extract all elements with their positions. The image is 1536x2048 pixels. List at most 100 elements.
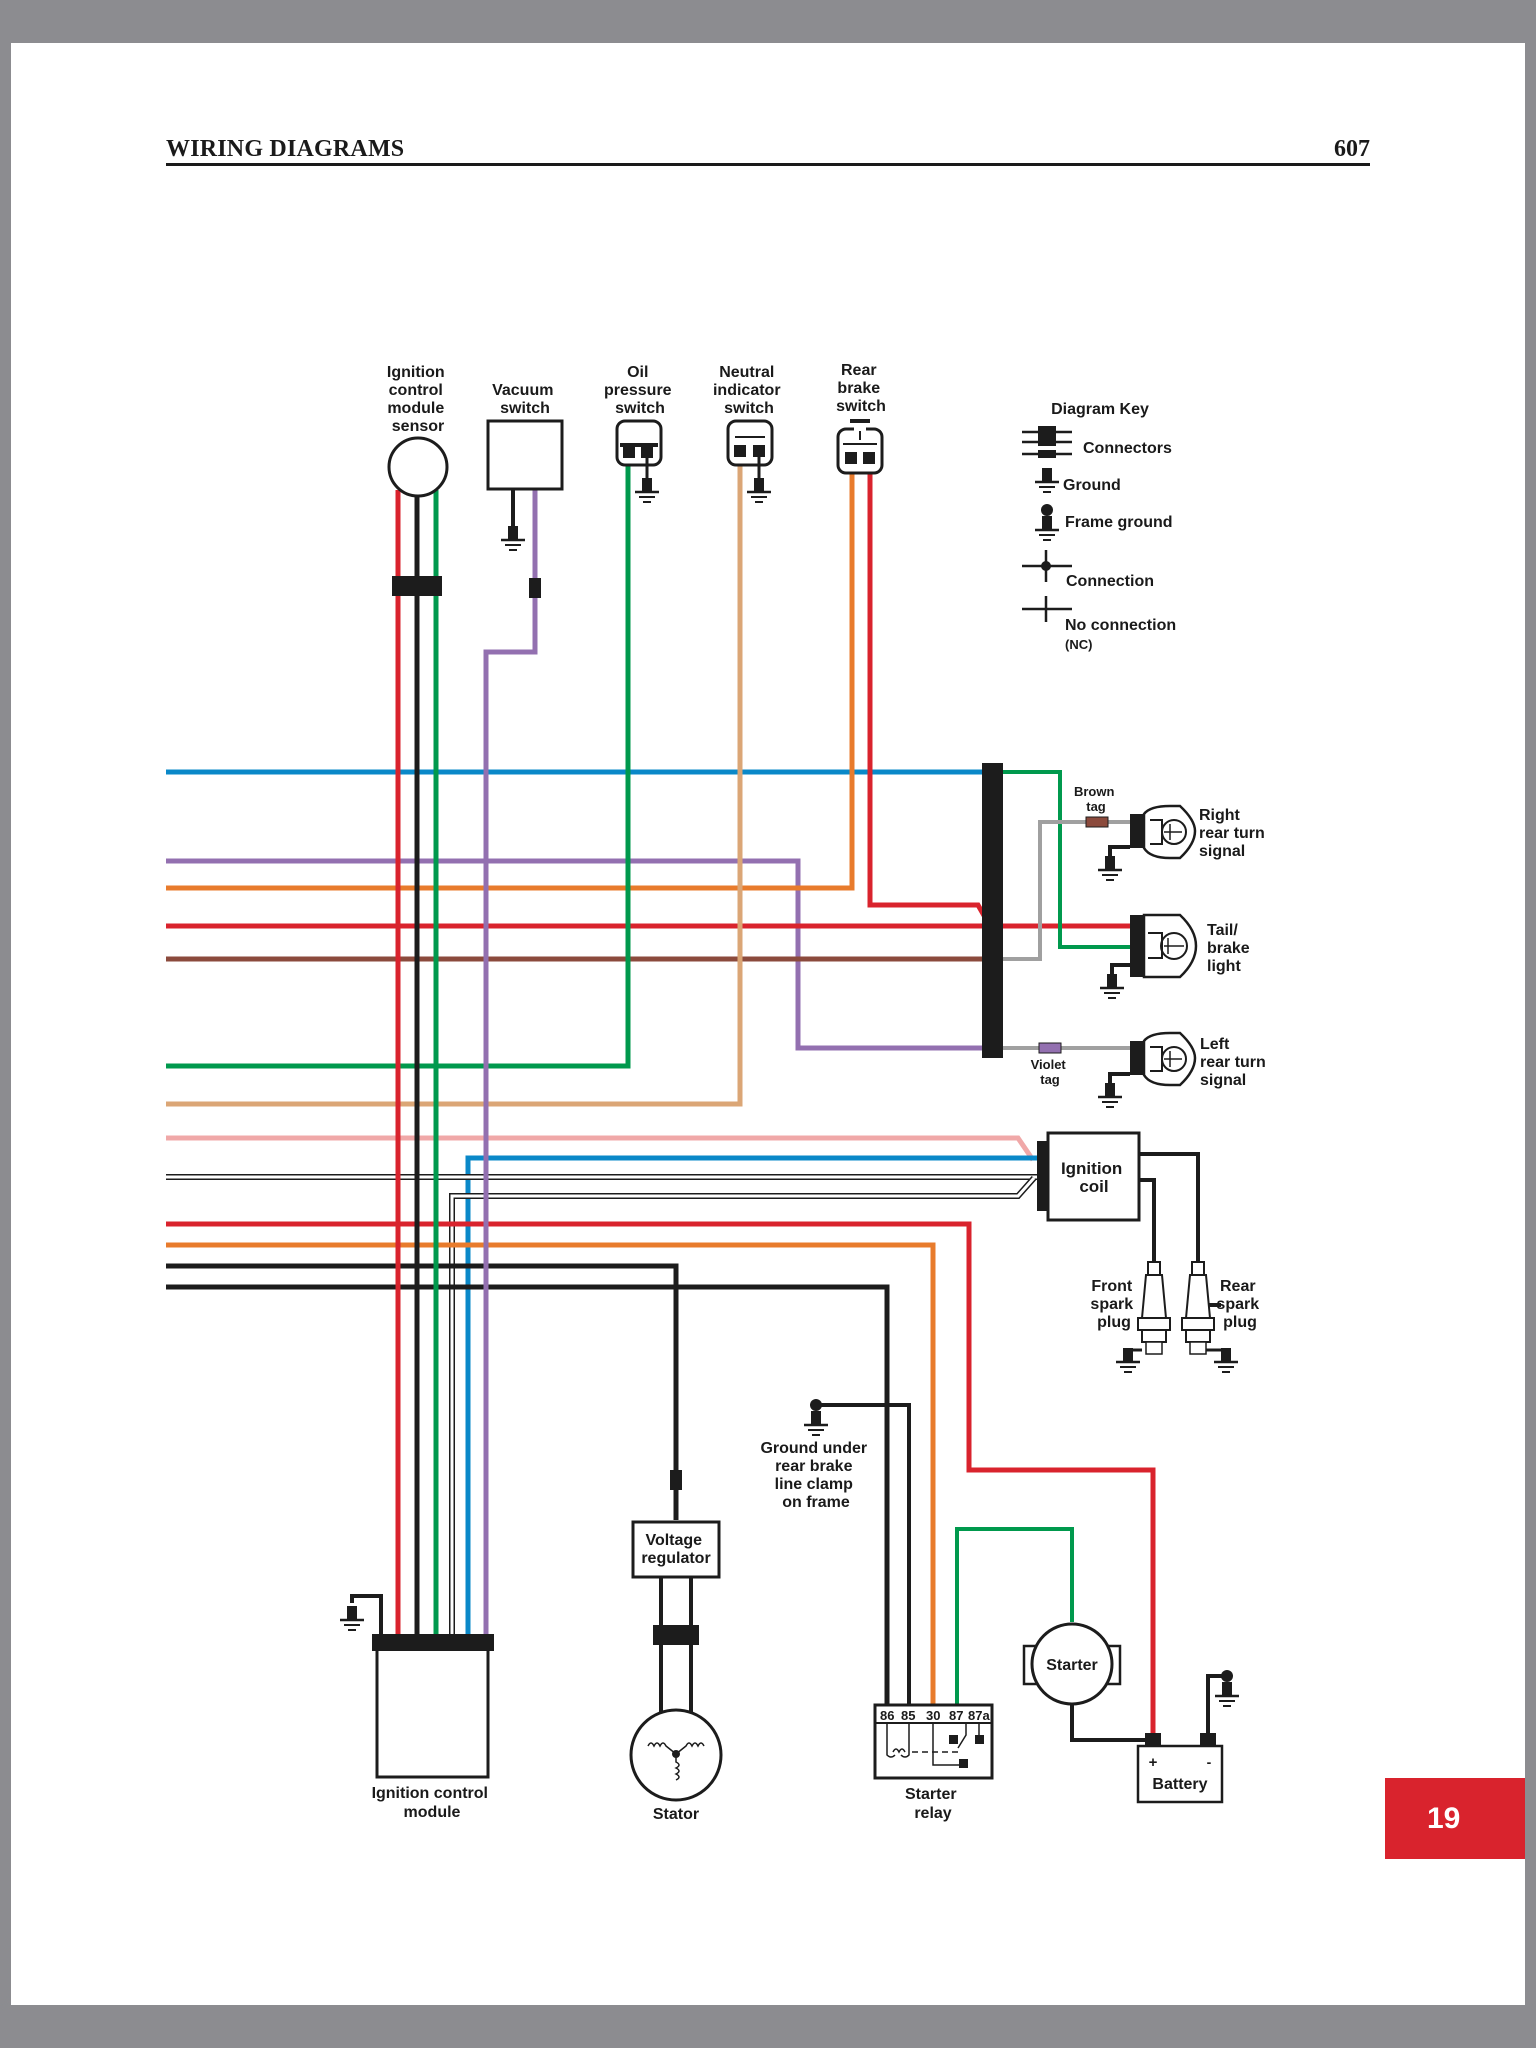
icm-sensor-label: Ignition control module sensor bbox=[387, 364, 449, 435]
left-turn-signal-lamp: Left rear turn signal bbox=[1096, 1031, 1266, 1109]
ground-icon bbox=[1096, 1081, 1124, 1109]
ignition-control-module: Ignition control module bbox=[338, 1594, 494, 1821]
key-connection-label: Connection bbox=[1066, 573, 1154, 590]
ground-icon bbox=[802, 1409, 830, 1437]
neutral-indicator-switch-label: Neutral indicator switch bbox=[713, 364, 785, 417]
wire-tan-neutral bbox=[166, 440, 743, 1107]
neutral-indicator-switch: Neutral indicator switch bbox=[713, 364, 785, 504]
chapter-tab[interactable]: 19 bbox=[1385, 1778, 1525, 1859]
ground-icon bbox=[338, 1604, 366, 1632]
violet-tag-label: Violet tag bbox=[1031, 1057, 1070, 1087]
key-ground-label: Ground bbox=[1063, 477, 1121, 494]
wire-black-relay86 bbox=[166, 1284, 890, 1705]
wire-black-regulator bbox=[166, 1263, 679, 1520]
vacuum-switch-label: Vacuum switch bbox=[492, 382, 558, 417]
voltage-regulator-label: Voltage regulator bbox=[641, 1532, 710, 1567]
terminal-87: 87 bbox=[949, 1708, 963, 1723]
key-no-connection-label: No connection bbox=[1065, 617, 1176, 634]
right-turn-signal-lamp: Right rear turn signal bbox=[1096, 804, 1269, 882]
wire-red-brake bbox=[867, 440, 993, 928]
battery-minus-icon: - bbox=[1207, 1754, 1212, 1770]
ground-key-icon bbox=[1033, 466, 1061, 494]
front-spark-plug: Front spark plug bbox=[1090, 1180, 1171, 1374]
wire-orange-relay bbox=[166, 1242, 936, 1705]
starter-label: Starter bbox=[1046, 1657, 1098, 1674]
terminal-30: 30 bbox=[926, 1708, 940, 1723]
vacuum-connector bbox=[529, 578, 541, 598]
ignition-coil-label: Ignition coil bbox=[1061, 1159, 1127, 1196]
battery-label: Battery bbox=[1152, 1776, 1207, 1793]
icm-label: Ignition control module bbox=[372, 1785, 493, 1821]
battery-positive-terminal bbox=[1145, 1733, 1161, 1747]
frame-ground-icon bbox=[1213, 1680, 1241, 1708]
frame-ground-key-icon bbox=[1033, 504, 1061, 542]
wire-green-starter bbox=[955, 1527, 1074, 1705]
starter-motor: Starter bbox=[1022, 1622, 1153, 1742]
brown-tag bbox=[1085, 816, 1109, 828]
rear-lighting bbox=[982, 763, 1135, 1058]
ground-icon bbox=[1096, 854, 1124, 882]
wire-gray-right bbox=[993, 820, 1135, 961]
connector-key-icon bbox=[1022, 426, 1072, 458]
terminal-86: 86 bbox=[880, 1708, 894, 1723]
header-title: WIRING DIAGRAMS bbox=[166, 136, 405, 162]
ground-icon bbox=[1114, 1346, 1142, 1374]
harness-wires bbox=[166, 440, 1156, 1740]
wire-blue-coil bbox=[465, 1155, 1040, 1640]
ground-icon bbox=[1098, 972, 1126, 1000]
stator-connector bbox=[653, 1625, 699, 1645]
stator-label: Stator bbox=[653, 1806, 699, 1823]
tail-brake-light-label: Tail/ brake light bbox=[1207, 922, 1254, 975]
icm-connector bbox=[372, 1634, 494, 1651]
battery: + - Battery bbox=[1136, 1670, 1241, 1804]
wire-white-2 bbox=[450, 1177, 1036, 1640]
ground-clamp-label: Ground under rear brake line clamp on fr… bbox=[760, 1440, 871, 1511]
right-turn-signal-label: Right rear turn signal bbox=[1199, 807, 1269, 860]
wire-green-tail bbox=[993, 770, 1135, 949]
front-spark-plug-label: Front spark plug bbox=[1090, 1278, 1137, 1331]
wire-violet-run bbox=[166, 858, 985, 1051]
wire-red-battery bbox=[166, 1221, 1156, 1740]
terminal-87a: 87a bbox=[968, 1708, 990, 1723]
vacuum-switch: Vacuum switch bbox=[486, 382, 564, 598]
key-frame-ground-label: Frame ground bbox=[1065, 514, 1173, 531]
starter-relay-label: Starter relay bbox=[905, 1786, 961, 1822]
no-connection-key-icon bbox=[1022, 596, 1072, 622]
voltage-regulator: Voltage regulator bbox=[631, 1470, 721, 1712]
diagram-key: Diagram Key Connectors Ground Frame grou… bbox=[1022, 401, 1176, 652]
ground-icon bbox=[1212, 1346, 1240, 1374]
terminal-85: 85 bbox=[901, 1708, 915, 1723]
wire-violet-vacuum bbox=[483, 490, 538, 1640]
rear-brake-switch-label: Rear brake switch bbox=[836, 362, 886, 415]
ground-icon bbox=[745, 476, 773, 504]
relay-internals bbox=[886, 1723, 980, 1766]
brown-tag-label: Brown tag bbox=[1074, 784, 1118, 814]
tail-brake-light-lamp: Tail/ brake light bbox=[1098, 913, 1254, 1000]
icm-sensor-connector bbox=[392, 576, 442, 596]
ground-icon bbox=[633, 476, 661, 504]
violet-tag bbox=[1038, 1042, 1062, 1054]
frame-ground-clamp: Ground under rear brake line clamp on fr… bbox=[760, 1399, 911, 1705]
icm-vertical-wires bbox=[395, 490, 538, 1640]
key-title: Diagram Key bbox=[1051, 401, 1149, 418]
battery-negative-terminal bbox=[1200, 1733, 1216, 1747]
connection-key-icon bbox=[1022, 550, 1072, 582]
key-nc-label: (NC) bbox=[1065, 637, 1092, 652]
rear-brake-switch: Rear brake switch bbox=[836, 362, 886, 475]
page-number: 607 bbox=[1334, 136, 1370, 162]
key-connectors-label: Connectors bbox=[1083, 440, 1172, 457]
starter-relay: 86 85 30 87 87a Starter relay bbox=[873, 1527, 1074, 1822]
battery-plus-icon: + bbox=[1149, 1754, 1158, 1771]
wire-green-oil bbox=[166, 440, 631, 1069]
oil-pressure-switch: Oil pressure switch bbox=[604, 364, 676, 504]
page bbox=[11, 43, 1525, 2005]
ignition-coil: Ignition coil bbox=[1037, 1131, 1221, 1307]
stator: Stator bbox=[629, 1708, 723, 1823]
oil-pressure-switch-label: Oil pressure switch bbox=[604, 364, 676, 417]
rear-harness-connector bbox=[982, 763, 1003, 1058]
rear-spark-plug-label: Rear spark plug bbox=[1216, 1278, 1263, 1331]
icm-sensor: Ignition control module sensor bbox=[387, 364, 449, 596]
ground-icon bbox=[499, 524, 527, 552]
relay-terminal-labels: 86 85 30 87 87a bbox=[880, 1708, 990, 1723]
